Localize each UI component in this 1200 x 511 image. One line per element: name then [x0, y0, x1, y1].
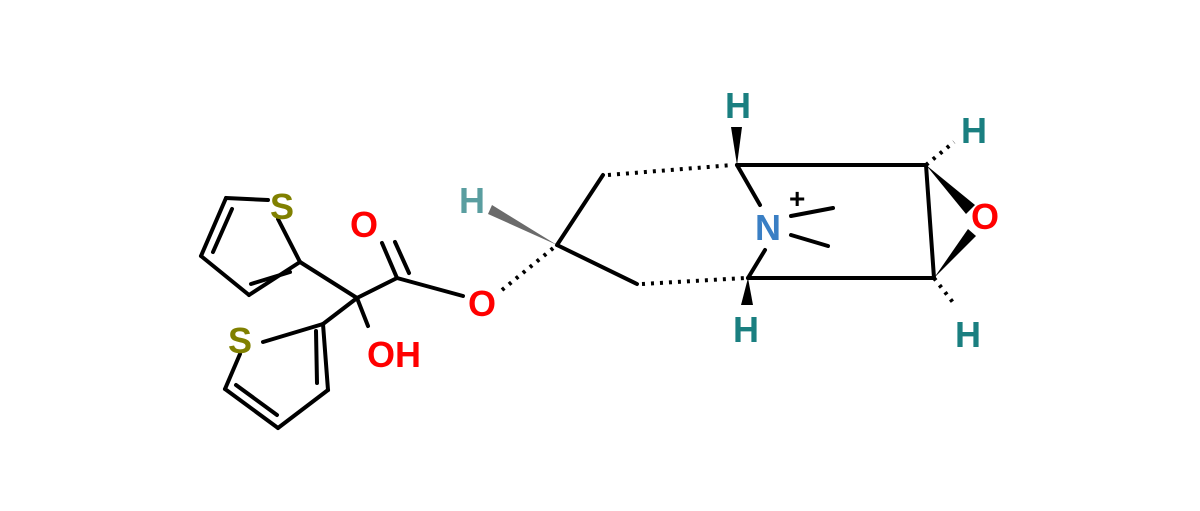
carbonyl-oxygen-label: O	[350, 204, 378, 245]
hydrogen-label-epoxide-bottom: H	[955, 314, 981, 355]
ester-oxygen-label: O	[468, 283, 496, 324]
thiophene-ring-upper	[199, 196, 302, 297]
hydrogen-label-c3: H	[459, 180, 485, 221]
ester-bonds	[298, 240, 559, 328]
sulfur-label-lower: S	[228, 320, 252, 361]
thiophene-ring-lower	[223, 322, 330, 430]
hydrogen-label-bridgehead-bottom: H	[733, 309, 759, 350]
hydrogen-label-epoxide-top: H	[961, 110, 987, 151]
sulfur-label-upper: S	[270, 186, 294, 227]
hydrogen-label-bridgehead-top: H	[725, 85, 751, 126]
scopine-skeleton	[488, 127, 976, 307]
hydroxyl-label: OH	[367, 334, 421, 375]
epoxide-oxygen-label: O	[971, 196, 999, 237]
nitrogen-label: N	[755, 207, 781, 248]
positive-charge: +	[789, 183, 805, 214]
